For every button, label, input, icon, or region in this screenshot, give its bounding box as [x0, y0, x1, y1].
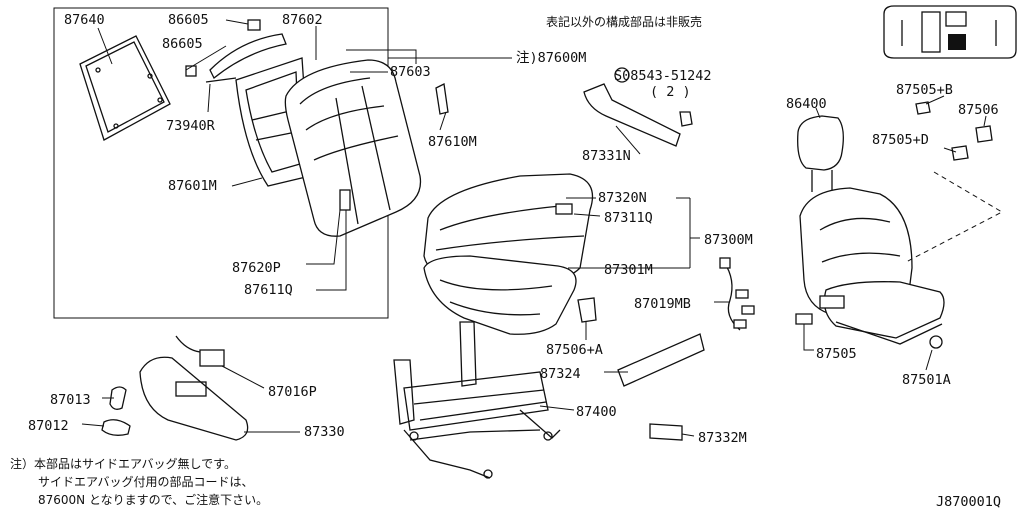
knob-part: [109, 386, 127, 410]
finisher-part: [795, 313, 813, 325]
label-87603: 87603: [390, 64, 431, 80]
harness-part: [719, 257, 755, 331]
lower-trim-part: [617, 333, 705, 387]
label-87300m: 87300M: [704, 232, 753, 248]
screw-part: [679, 111, 693, 127]
label-qty-2: ( 2 ): [650, 84, 691, 100]
cushion-pad-part: [423, 255, 577, 335]
label-87311q: 87311Q: [604, 210, 653, 226]
label-87400: 87400: [576, 404, 617, 420]
label-08543-51242: S08543-51242: [614, 68, 712, 84]
trim-clip-part: [435, 83, 449, 115]
side-bracket-part: [583, 83, 681, 147]
bracket-part: [577, 297, 597, 323]
label-87016p: 87016P: [268, 384, 317, 400]
part-labels: 87640 86605 87602 86605 87603 73940R 876…: [10, 12, 1001, 510]
label-87600m: 注)87600M: [516, 50, 586, 66]
screw-symbol-icon: [614, 67, 630, 83]
label-87505b: 87505+B: [896, 82, 953, 98]
label-87602: 87602: [282, 12, 323, 28]
bolt-part: [929, 335, 943, 349]
clip-part: [185, 19, 261, 77]
leader-lines: [81, 19, 987, 437]
label-73940r: 73940R: [166, 118, 216, 134]
seatback-group-box: [53, 7, 389, 319]
label-87505d: 87505+D: [872, 132, 929, 148]
label-87620p: 87620P: [232, 260, 281, 276]
label-86605-a: 86605: [168, 12, 209, 28]
side-finisher-part: [139, 356, 249, 441]
connector-part: [199, 349, 225, 367]
back-board-part: [79, 35, 171, 141]
label-87324: 87324: [540, 366, 581, 382]
seat-cushion-part: [423, 173, 594, 283]
vehicle-locator-icon: [883, 5, 1017, 59]
cover-d-part: [951, 145, 969, 161]
label-87331n: 87331N: [582, 148, 631, 164]
label-87610m: 87610M: [428, 134, 477, 150]
label-87640: 87640: [64, 12, 105, 28]
knob-part-2: [101, 419, 131, 436]
lever-part: [339, 189, 351, 211]
label-87501a: 87501A: [902, 372, 951, 388]
label-87012: 87012: [28, 418, 69, 434]
label-87611q: 87611Q: [244, 282, 293, 298]
label-87320n: 87320N: [598, 190, 647, 206]
diagram-code: J870001Q: [936, 494, 1001, 510]
label-86605-b: 86605: [162, 36, 203, 52]
cover-part: [975, 125, 993, 143]
label-87019mb: 87019MB: [634, 296, 691, 312]
footnote-line-2: サイドエアバッグ付用の部品コードは、: [38, 474, 254, 489]
cover-b-part: [915, 101, 931, 115]
label-87301m: 87301M: [604, 262, 653, 278]
label-87330: 87330: [304, 424, 345, 440]
complete-seat-part: [797, 115, 945, 345]
header-note: 表記以外の構成部品は非販売: [546, 14, 702, 29]
label-87506a: 87506+A: [546, 342, 603, 358]
label-87332m: 87332M: [698, 430, 747, 446]
footnote-line-1: 注）本部品はサイドエアバッグ無しです。: [10, 456, 236, 471]
label-87505: 87505: [816, 346, 857, 362]
label-86400: 86400: [786, 96, 827, 112]
label-87506: 87506: [958, 102, 999, 118]
footnote-line-3: 87600N となりますので、ご注意下さい。: [38, 492, 268, 507]
label-87601m: 87601M: [168, 178, 217, 194]
dashed-leader: [905, 171, 1004, 263]
switch-part: [649, 423, 683, 441]
label-87013: 87013: [50, 392, 91, 408]
seatback-trim-part: [284, 59, 422, 237]
seat-frame-part: [393, 321, 561, 479]
